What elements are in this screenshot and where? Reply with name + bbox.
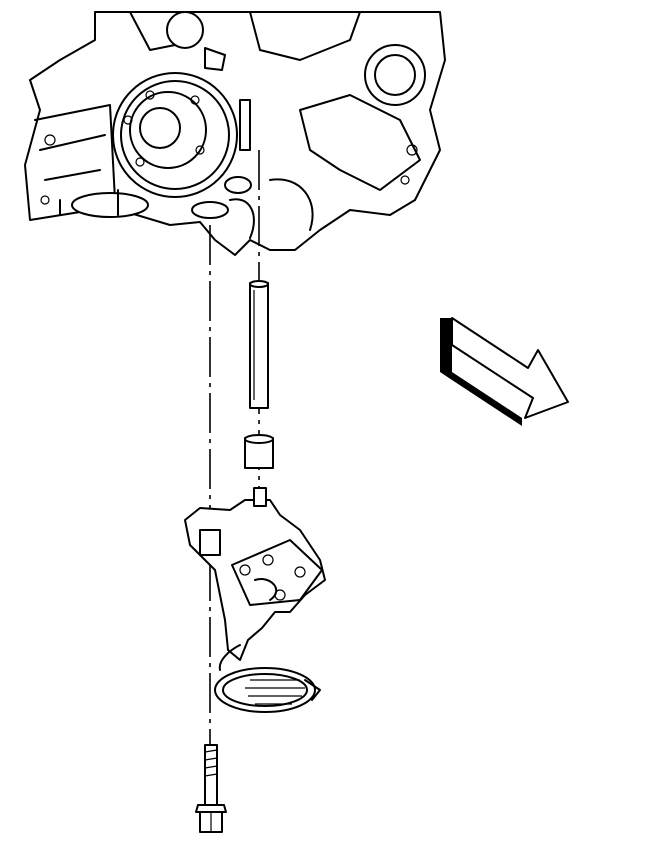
oil-pump-screen xyxy=(214,644,321,713)
oil-pump-bolt xyxy=(195,744,227,833)
front-arrow-icon xyxy=(440,317,569,426)
shaft-bushing xyxy=(244,434,274,469)
pump-drive-shaft xyxy=(249,280,269,409)
block-stud xyxy=(239,99,251,151)
crankshaft-pulley xyxy=(112,47,252,219)
oil-pump xyxy=(184,487,326,661)
